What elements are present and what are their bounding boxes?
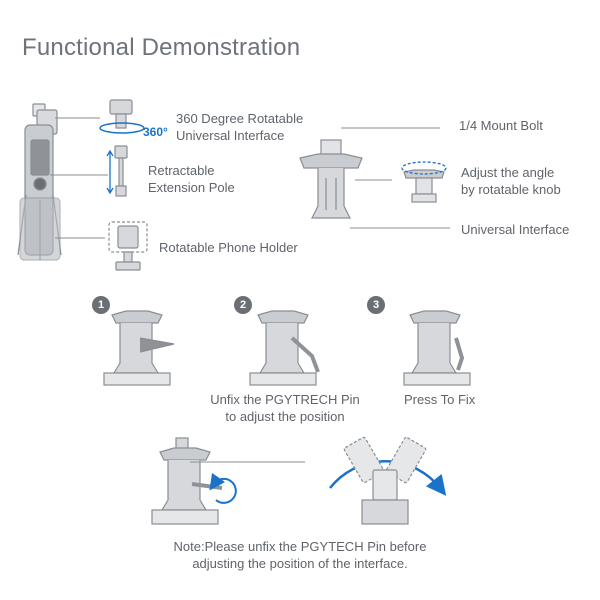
- label-universal-interface: Universal Interface: [461, 222, 570, 237]
- step-2-caption-line1: Unfix the PGYTRECH Pin: [210, 392, 360, 407]
- selfie-stick-illustration: [17, 103, 62, 261]
- label-adjust-line2: by rotatable knob: [461, 182, 561, 197]
- rotatable-knob-icon: [401, 161, 447, 203]
- step-1-illustration: [103, 310, 175, 386]
- label-rotatable-line2: Universal Interface: [176, 128, 285, 143]
- extension-pole-icon: [106, 145, 128, 197]
- label-adjust-line1: Adjust the angle: [461, 165, 555, 180]
- label-mount-bolt: 1/4 Mount Bolt: [459, 118, 543, 133]
- leader-lines-right: [341, 127, 450, 229]
- degree-label: 360°: [143, 125, 168, 139]
- note-line1: Note:Please unfix the PGYTECH Pin before: [173, 539, 427, 554]
- page-title: Functional Demonstration: [22, 34, 301, 61]
- angle-adjust-illustration: [329, 436, 447, 525]
- step-number-badge: 3: [367, 296, 385, 314]
- step-3-illustration: [403, 310, 471, 386]
- note-line2: adjusting the position of the interface.: [192, 556, 408, 571]
- label-rotatable-line1: 360 Degree Rotatable: [176, 111, 304, 126]
- label-retractable-line1: Retractable: [148, 163, 215, 178]
- step-3-caption: Press To Fix: [404, 392, 476, 407]
- rotatable-interface-icon: [99, 99, 145, 134]
- mount-bolt-illustration: [299, 139, 363, 219]
- step-number-badge: 1: [92, 296, 110, 314]
- label-retractable-line2: Extension Pole: [148, 180, 235, 195]
- step-2-caption-line2: to adjust the position: [225, 409, 345, 424]
- phone-holder-icon: [108, 221, 148, 271]
- step-number-badge: 2: [234, 296, 252, 314]
- label-phone-holder: Rotatable Phone Holder: [159, 240, 298, 255]
- leader-lines-left: [50, 117, 108, 239]
- step-2-illustration: [249, 310, 320, 386]
- pin-illustration: [151, 437, 305, 525]
